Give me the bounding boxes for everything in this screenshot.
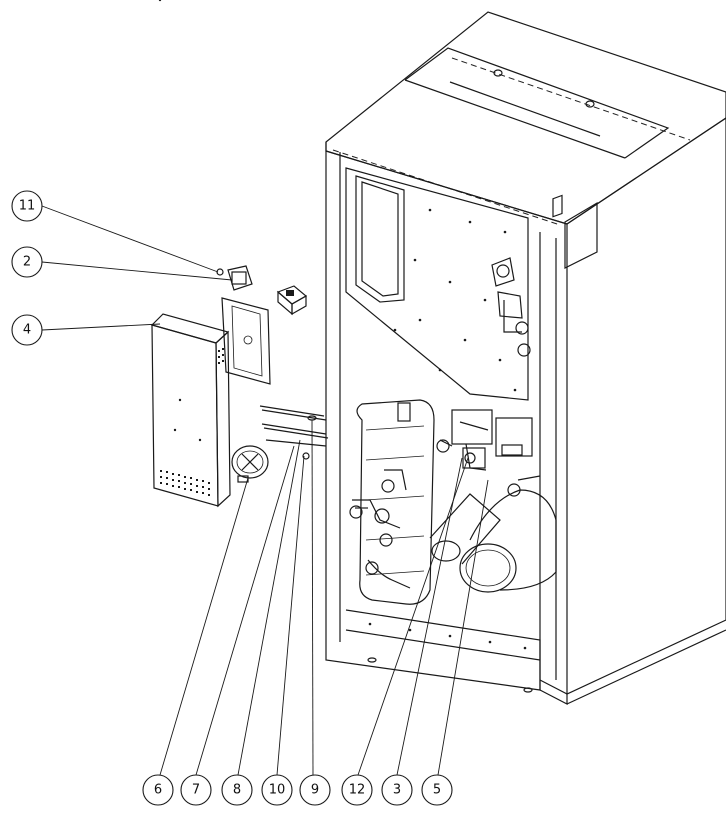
- callout-6: 6: [142, 774, 174, 806]
- callout-label-5: 5: [433, 783, 441, 798]
- callout-2: 2: [11, 246, 43, 278]
- callout-11: 11: [11, 190, 43, 222]
- switch-component: [216, 265, 253, 291]
- callout-label-3: 3: [393, 783, 401, 798]
- callout-10: 10: [261, 774, 293, 806]
- callout-label-10: 10: [269, 783, 286, 798]
- circuit-board: [221, 297, 271, 385]
- callout-label-6: 6: [154, 783, 162, 798]
- callout-9: 9: [299, 774, 331, 806]
- pressure-gauge: [231, 445, 269, 483]
- exploded-parts: [150, 0, 329, 508]
- callout-label-12: 12: [349, 783, 366, 798]
- control-box: [150, 0, 231, 508]
- callout-8: 8: [221, 774, 253, 806]
- callout-label-4: 4: [23, 323, 31, 338]
- callout-4: 4: [11, 314, 43, 346]
- callout-7: 7: [180, 774, 212, 806]
- callout-label-9: 9: [311, 783, 319, 798]
- boiler-cabinet: [325, 11, 726, 705]
- callout-3: 3: [381, 774, 413, 806]
- leader-lines: [41, 205, 489, 776]
- callout-5: 5: [421, 774, 453, 806]
- callout-label-11: 11: [19, 199, 36, 214]
- internal-components: [349, 257, 557, 605]
- callout-label-7: 7: [192, 783, 200, 798]
- rods: [259, 405, 329, 460]
- callout-label-8: 8: [233, 783, 241, 798]
- callout-label-2: 2: [23, 255, 31, 270]
- callout-12: 12: [341, 774, 373, 806]
- knob-component: [276, 285, 308, 316]
